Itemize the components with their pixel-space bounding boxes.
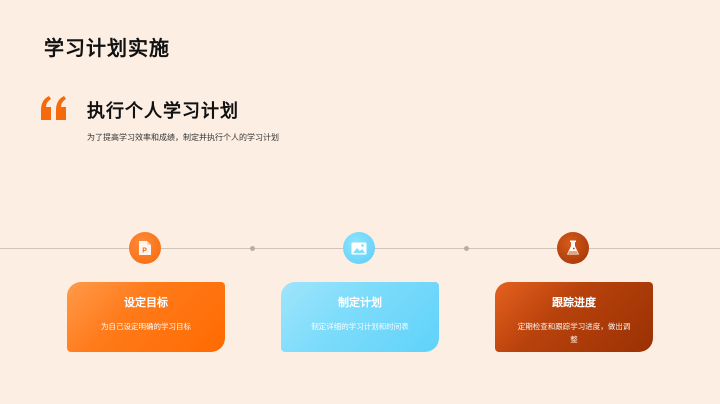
quote-icon	[41, 96, 66, 120]
step-title: 制定计划	[338, 296, 382, 309]
section-description: 为了提高学习效率和成绩，制定并执行个人的学习计划	[87, 133, 279, 142]
step-description: 为自己设定明确的学习目标	[101, 322, 191, 331]
step-card-set-goals: 设定目标 为自己设定明确的学习目标	[67, 282, 225, 352]
svg-text:P: P	[142, 248, 147, 255]
document-p-icon: P	[139, 241, 151, 255]
step-description: 定期检查和跟踪学习进度，做出调整	[517, 322, 631, 344]
step-card-track-progress: 跟踪进度 定期检查和跟踪学习进度，做出调整	[495, 282, 653, 352]
step-3-node	[557, 232, 589, 264]
step-2-node	[343, 232, 375, 264]
step-title: 设定目标	[124, 296, 168, 309]
step-1-node: P	[129, 232, 161, 264]
timeline-dot	[250, 246, 255, 251]
step-description: 制定详细的学习计划和时间表	[311, 322, 409, 331]
step-title: 跟踪进度	[552, 296, 596, 309]
timeline-dot	[464, 246, 469, 251]
page-title: 学习计划实施	[44, 36, 170, 60]
image-icon	[351, 242, 367, 254]
step-card-make-plan: 制定计划 制定详细的学习计划和时间表	[281, 282, 439, 352]
section-title: 执行个人学习计划	[87, 101, 239, 122]
flask-icon	[567, 240, 579, 255]
